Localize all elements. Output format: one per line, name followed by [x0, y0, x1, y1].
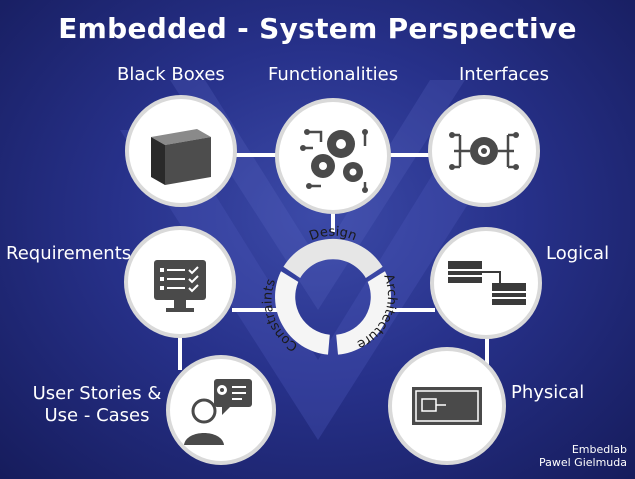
label-logical: Logical — [546, 243, 610, 264]
label-functionalities: Functionalities — [268, 64, 399, 85]
monitor-checklist-icon — [154, 260, 206, 312]
node-functionalities — [275, 98, 391, 214]
credit-line2: Pawel Gielmuda — [538, 456, 627, 469]
node-interfaces — [428, 95, 540, 207]
ring-segment-design — [283, 238, 383, 278]
block-diagram-icon — [448, 261, 526, 305]
credit-block: Embedlab Pawel Gielmuda — [539, 443, 627, 469]
node-black-boxes — [125, 95, 237, 207]
label-requirements: Requirements — [6, 243, 132, 264]
ring-segment-constraints — [275, 271, 330, 355]
node-physical — [388, 347, 506, 465]
ring-label-design: Design — [307, 225, 358, 245]
page-title: Embedded - System Perspective — [58, 12, 577, 45]
user-speech-icon — [184, 379, 252, 445]
gear-connectors-icon — [449, 132, 519, 170]
node-user-stories — [166, 355, 276, 465]
node-logical — [430, 227, 542, 339]
gears-circuit-icon — [300, 129, 368, 193]
label-black-boxes: Black Boxes — [117, 64, 225, 85]
cube-icon — [151, 129, 211, 185]
label-user-stories-line2: Use - Cases — [44, 405, 150, 426]
node-requirements — [124, 226, 236, 338]
label-physical: Physical — [511, 382, 585, 403]
ring-segment-architecture — [336, 271, 391, 355]
label-user-stories-line1: User Stories & — [32, 383, 162, 404]
label-user-stories: User Stories & Use - Cases — [32, 383, 162, 427]
credit-line1: Embedlab — [571, 443, 627, 456]
hardware-board-icon — [412, 387, 482, 425]
label-interfaces: Interfaces — [459, 64, 549, 85]
